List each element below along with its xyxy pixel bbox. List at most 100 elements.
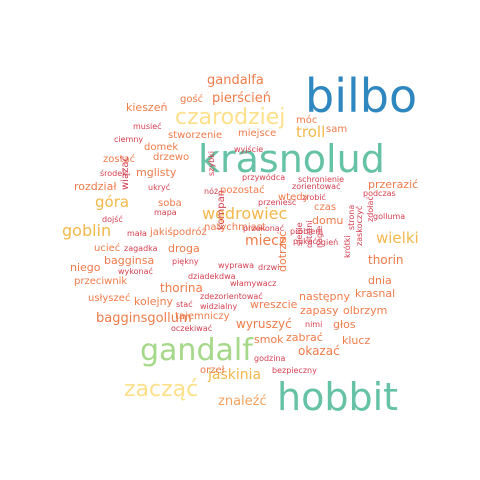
word-86: widzialny <box>200 302 237 311</box>
word-8: góra <box>95 193 129 211</box>
word-2: hobbit <box>277 375 398 419</box>
word-31: przerazić <box>368 178 418 191</box>
word-78: thorina <box>160 281 203 295</box>
word-6: wędrowiec <box>202 204 287 223</box>
word-40: wtedy <box>278 192 309 203</box>
word-66: zaskoczyć <box>354 206 364 246</box>
word-81: krasnal <box>355 287 395 300</box>
word-65: nagle <box>315 226 324 248</box>
word-103: znaleźć <box>218 394 267 409</box>
word-41: czas <box>314 202 336 213</box>
word-38: zorientować <box>292 181 340 191</box>
word-80: następny <box>299 290 350 303</box>
word-64: ostatni <box>305 220 314 248</box>
word-49: domu <box>312 214 343 227</box>
word-97: smok <box>254 333 284 346</box>
word-0: bilbo <box>305 69 417 123</box>
word-83: kolejny <box>134 295 174 308</box>
word-1: krasnolud <box>198 137 385 181</box>
word-60: ucieć <box>94 242 120 254</box>
word-53: przekonać <box>243 223 284 233</box>
word-19: miejsce <box>238 128 276 139</box>
word-91: tajemniczy <box>175 311 230 322</box>
word-27: wyjście <box>234 144 263 154</box>
word-52: natychmiast <box>204 222 266 233</box>
word-62: droga <box>168 242 200 255</box>
word-10: troll <box>296 123 325 141</box>
word-93: nimi <box>305 320 322 329</box>
word-25: mglisty <box>136 166 177 179</box>
word-85: stać <box>176 299 193 309</box>
word-84: zdezorientować <box>200 291 263 301</box>
word-14: gość <box>180 93 203 105</box>
word-82: usłyszeć <box>88 292 130 304</box>
word-51: jakiśpodróż <box>149 226 207 238</box>
word-50: mała <box>127 229 147 238</box>
word-94: głos <box>333 318 356 331</box>
word-43: soba <box>158 198 182 209</box>
word-90: bagginsgollum <box>96 311 192 326</box>
word-20: móc <box>296 114 317 126</box>
word-29: schronienie <box>298 175 344 184</box>
word-95: oczekiwać <box>171 323 212 333</box>
word-28: przywódca <box>242 172 285 182</box>
word-100: godzina <box>254 354 286 363</box>
word-102: bezpieczny <box>272 366 317 375</box>
word-74: dziadekdwa <box>188 272 236 281</box>
word-63: siebie <box>295 222 304 246</box>
word-88: zapasy <box>300 304 339 317</box>
word-70: krótki <box>342 235 352 258</box>
word-89: olbrzym <box>343 304 387 317</box>
word-75: przeciwnik <box>74 276 127 287</box>
word-59: strona <box>347 205 356 230</box>
word-32: rozdział <box>74 180 117 193</box>
word-61: zagadka <box>124 244 158 253</box>
word-3: gandalf <box>140 333 254 368</box>
word-39: zrobić <box>302 192 326 202</box>
word-56: miecz <box>245 233 286 249</box>
word-36: nóż <box>204 186 218 196</box>
word-13: pierścień <box>212 91 271 106</box>
word-15: kieszeń <box>126 101 167 114</box>
word-22: domek <box>144 142 178 153</box>
word-23: zostać <box>103 153 135 165</box>
word-68: piękny <box>172 257 199 266</box>
word-26: szybki <box>207 151 216 176</box>
word-47: dojść <box>102 214 123 224</box>
word-67: bagginsa <box>104 254 154 267</box>
word-44: przenieść <box>258 197 296 207</box>
word-11: jaskinia <box>207 367 261 383</box>
word-18: stworzenie <box>168 130 222 141</box>
word-71: niego <box>70 261 101 274</box>
word-76: dotrzeć <box>276 231 289 272</box>
word-21: sam <box>326 124 347 135</box>
word-33: wiązać <box>119 156 131 190</box>
word-55: thorin <box>368 253 404 267</box>
word-16: musieć <box>133 121 162 131</box>
word-17: ciemny <box>114 135 143 144</box>
word-48: mapa <box>154 208 177 217</box>
word-30: podczas <box>363 189 396 198</box>
word-54: problem <box>290 227 323 236</box>
word-9: wielki <box>376 229 419 247</box>
word-72: wykonać <box>118 266 153 276</box>
word-37: pozostać <box>220 184 265 196</box>
word-46: golluma <box>373 212 405 221</box>
word-77: dnia <box>368 274 392 287</box>
word-34: środek <box>100 168 127 178</box>
word-79: włamywacz <box>230 279 276 288</box>
word-4: zacząć <box>124 377 198 402</box>
word-92: wyruszyć <box>236 317 292 331</box>
word-24: drzewo <box>153 152 189 163</box>
word-96: zabrać <box>286 331 323 344</box>
word-45: zdołać <box>365 196 375 222</box>
word-69: drzwi <box>258 263 279 272</box>
word-12: gandalfa <box>207 73 264 88</box>
word-58: ogień <box>316 238 338 247</box>
word-42: kompan <box>216 190 227 230</box>
word-101: orzeł <box>200 365 225 376</box>
word-73: wyprawa <box>218 261 254 270</box>
word-5: czarodziej <box>175 105 285 130</box>
word-35: ukryć <box>148 182 170 192</box>
